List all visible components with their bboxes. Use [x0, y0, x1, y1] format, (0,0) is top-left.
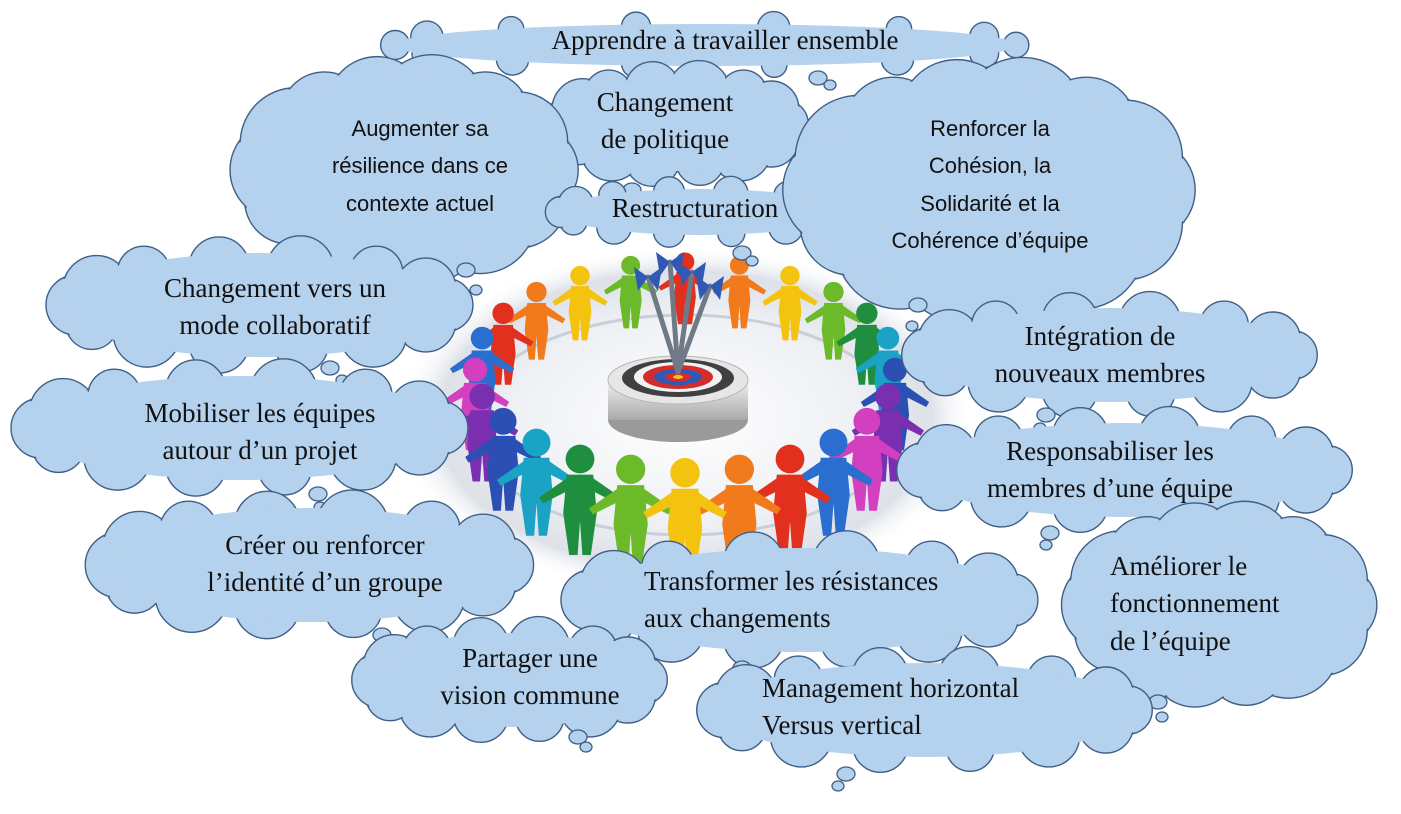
person-icon [496, 428, 577, 536]
cloud-tail-bubble [831, 780, 845, 792]
cloud-tail-bubble [320, 360, 340, 376]
team-circle-illustration [395, 245, 975, 595]
thought-cloud-c14 [696, 645, 1153, 792]
cloud-tail-bubble [579, 741, 593, 753]
person-icon [712, 255, 767, 329]
cloud-tail-bubble [1040, 525, 1060, 541]
cloud-tail-bubble [808, 70, 828, 86]
thought-cloud-c8 [10, 358, 469, 513]
cloud-tail-bubble [456, 262, 476, 278]
cloud-tail-bubble [908, 297, 928, 313]
thought-cloud-c10 [84, 489, 535, 656]
cloud-tail-bubble [1039, 539, 1053, 551]
thought-cloud-c11 [560, 530, 1039, 686]
cloud-tail-bubble [308, 486, 328, 502]
person-icon [539, 444, 621, 555]
person-icon [749, 444, 831, 555]
person-icon [828, 407, 905, 511]
thought-cloud-c12 [1060, 500, 1378, 723]
target-with-darts-icon [607, 252, 749, 442]
cloud-tail-bubble [732, 245, 752, 261]
cloud-tail-bubble [568, 729, 588, 745]
thought-cloud-c6 [45, 235, 474, 386]
cloud-tail-bubble [469, 284, 483, 296]
cloud-label-apprendre: Apprendre à travailler ensemble [551, 25, 899, 55]
person-icon [762, 265, 818, 341]
thought-cloud-c13 [351, 615, 668, 753]
cloud-group [10, 10, 1378, 792]
cloud-label-restructuration: Restructuration [611, 193, 779, 223]
cloud-tail-bubble [745, 255, 759, 267]
thought-cloud-c7 [901, 290, 1318, 434]
cloud-tail-bubble [1036, 407, 1056, 423]
person-icon [793, 428, 874, 536]
cloud-tail-bubble [905, 320, 919, 332]
person-icon [552, 265, 608, 341]
cloud-tail-bubble [836, 766, 856, 782]
thought-cloud-c3 [229, 54, 579, 296]
thought-cloud-c1 [379, 10, 1030, 91]
person-icon [589, 454, 673, 568]
cloud-tail-bubble [1155, 711, 1169, 723]
thought-cloud-c5 [782, 56, 1196, 332]
cloud-tail-bubble [823, 79, 837, 91]
person-icon [465, 407, 542, 511]
